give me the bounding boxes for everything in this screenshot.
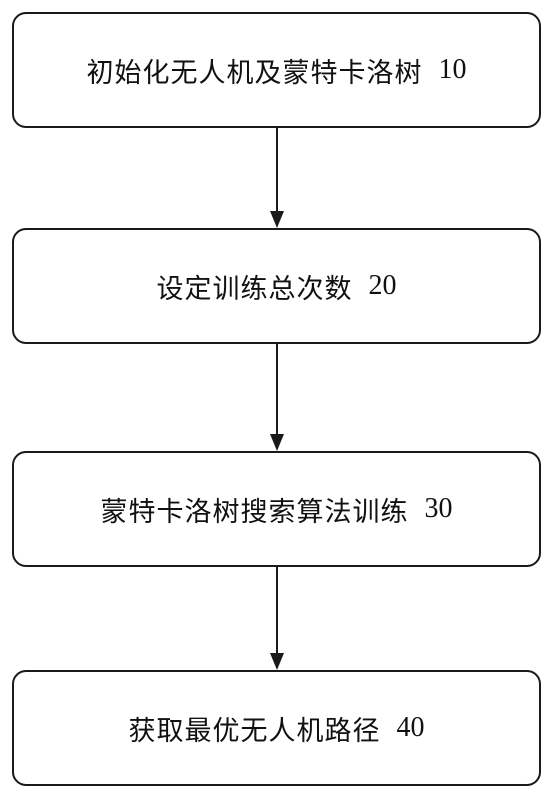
step-label: 蒙特卡洛树搜索算法训练 <box>100 496 409 528</box>
step-number: 20 <box>368 270 397 301</box>
arrow-30-to-40 <box>270 567 284 670</box>
step-number: 30 <box>424 493 453 524</box>
step-label: 获取最优无人机路径 <box>128 715 381 747</box>
step-box-20: 设定训练总次数 20 <box>12 228 541 344</box>
arrow-20-to-30 <box>270 344 284 451</box>
step-label: 设定训练总次数 <box>156 273 353 305</box>
step-number: 10 <box>438 54 467 85</box>
step-label: 初始化无人机及蒙特卡洛树 <box>86 57 423 89</box>
step-box-10: 初始化无人机及蒙特卡洛树 10 <box>12 12 541 128</box>
arrow-10-to-20 <box>270 128 284 228</box>
step-number: 40 <box>396 712 425 743</box>
step-box-40: 获取最优无人机路径 40 <box>12 670 541 786</box>
step-box-30: 蒙特卡洛树搜索算法训练 30 <box>12 451 541 567</box>
